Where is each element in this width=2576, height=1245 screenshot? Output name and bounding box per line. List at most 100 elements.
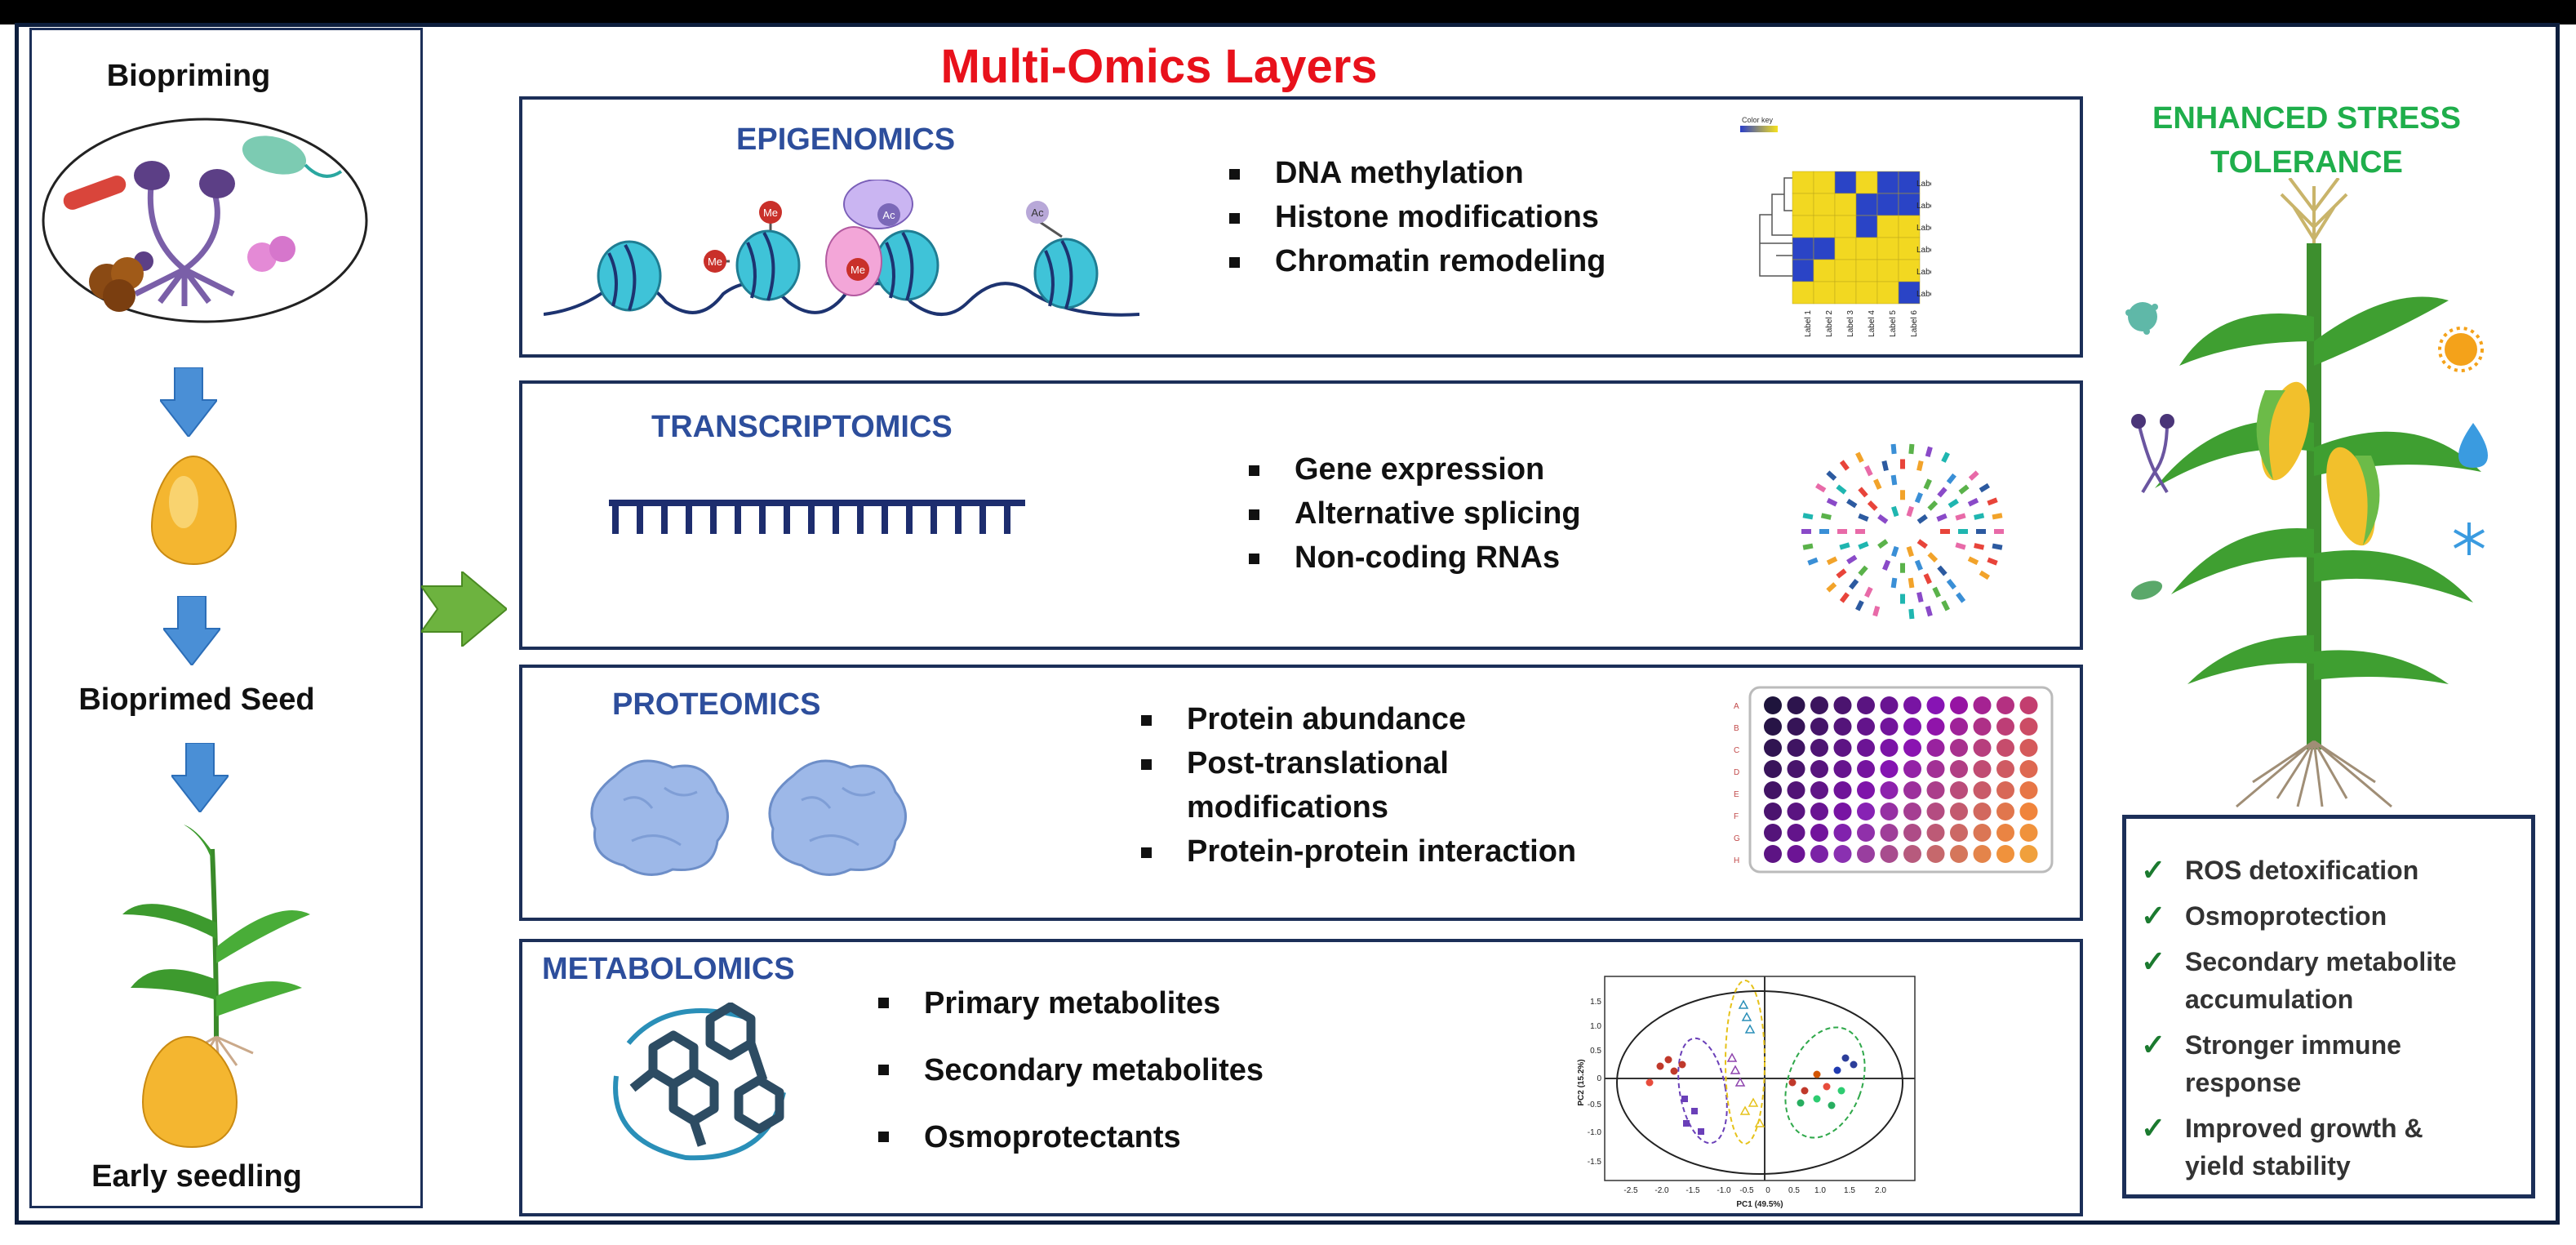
circos-segment [1932,586,1941,598]
circos-segment [1839,592,1850,603]
plate-well [1996,845,2014,863]
plate-well [1857,696,1875,714]
plate-well [1926,760,1945,778]
heatmap-cell [1813,171,1836,194]
plate-well [1880,718,1899,736]
plate-row-letter: E [1734,790,1739,799]
bioprimed-seed-label: Bioprimed Seed [78,683,315,717]
circos-segment [1923,478,1932,490]
plate-row-letter: G [1734,834,1740,843]
plate-well [1787,845,1805,863]
comb-tooth [979,505,986,534]
plate-well [1787,718,1805,736]
heatmap-col-label: Label 2 [1825,310,1834,337]
heatmap-cell [1855,259,1878,282]
plate-well [1950,696,1968,714]
heatmap-cell [1813,237,1836,260]
list-item: Secondary metabolites [878,1037,1264,1104]
plate-well [1950,845,1968,863]
sun-icon [2438,327,2484,372]
heatmap-cell [1834,171,1857,194]
circos-segment [1979,482,1991,493]
list-item: Osmoprotectants [878,1104,1264,1171]
plate-well [1996,760,2014,778]
circos-segment [1802,543,1814,550]
heatmap-cell [1792,237,1814,260]
corn-kernel-icon [150,455,238,566]
pca-xtick: -1.0 [1717,1186,1731,1195]
circos-segment [1826,556,1838,566]
down-arrow-2 [163,596,220,665]
plate-well [1857,760,1875,778]
plate-well [1926,824,1945,842]
circos-segment [1873,478,1882,490]
circos-segment [1994,529,2004,534]
plate-well [1903,824,1921,842]
check-icon: ✓ [2141,945,2166,978]
pca-xtick: 2.0 [1875,1186,1886,1195]
outer-frame [15,23,2560,1225]
list-item: Non-coding RNAs [1249,536,1581,580]
comb-tooth [686,505,692,534]
benefit-item: ✓ROS detoxification [2134,851,2523,889]
comb-tooth [612,505,619,534]
plate-well [2019,696,2038,714]
comb-tooth [906,505,913,534]
heatmap-cell [1834,259,1857,282]
pca-point [1739,1105,1751,1115]
plate-well [1833,718,1852,736]
plate-well [1950,760,1968,778]
circos-segment [1956,592,1966,603]
pca-xtick: -2.0 [1654,1186,1669,1195]
plate-well [1787,760,1805,778]
pca-point [1683,1120,1690,1127]
proteomics-list: Protein abundance Post-translational mod… [1141,697,1576,874]
circos-segment [1890,443,1897,455]
circos-segment [1916,539,1928,549]
me-mark: Me [763,207,778,219]
page-title: Multi-Omics Layers [940,40,1378,93]
plate-well [1926,845,1945,863]
comb-tooth [784,505,790,534]
circos-segment [1979,570,1991,580]
circos-segment [1858,513,1869,522]
circos-segment [1916,514,1928,524]
heatmap-cell [1792,281,1814,305]
circos-segment [1958,484,1970,495]
protein-blob-icon [590,759,729,876]
heatmap-cell [1876,281,1899,305]
circos-segment [1940,529,1950,534]
plate-well [1857,845,1875,863]
plate-well [1950,803,1968,820]
pca-point [1646,1078,1654,1087]
comb-tooth [735,505,741,534]
plate-well [1903,781,1921,799]
enhanced-title-line1: ENHANCED STRESS [2152,101,2461,136]
pca-ytick: 1.0 [1590,1022,1601,1031]
nucleosome-icon: Me Me Me Ac Ac [544,180,1139,317]
plate-well [1973,760,1992,778]
comb-tooth [882,505,888,534]
pca-point [1691,1108,1698,1114]
plate-well [1764,696,1782,714]
circos-segment [1846,498,1858,509]
plate-well [1787,696,1805,714]
circos-segment [1801,529,1811,534]
circos-segment [1968,470,1979,481]
benefit-item: ✓Improved growth &yield stability [2141,1111,2423,1181]
heatmap-col-label: Label 5 [1889,310,1898,337]
circos-segment [1846,554,1858,565]
circos-segment [1864,586,1873,598]
plate-well [1787,781,1805,799]
check-icon: ✓ [2141,1111,2166,1145]
plate-well [1973,781,1992,799]
circos-segment [1914,559,1923,571]
heatmap-cell [1898,259,1921,282]
pca-xtick: 1.0 [1814,1186,1826,1195]
circos-segment [1925,606,1933,617]
heatmap-cell [1898,281,1921,305]
pca-ylabel: PC2 (15.2%) [1577,1059,1586,1105]
circos-segment [1937,487,1948,498]
heatmap-cell [1855,215,1878,238]
